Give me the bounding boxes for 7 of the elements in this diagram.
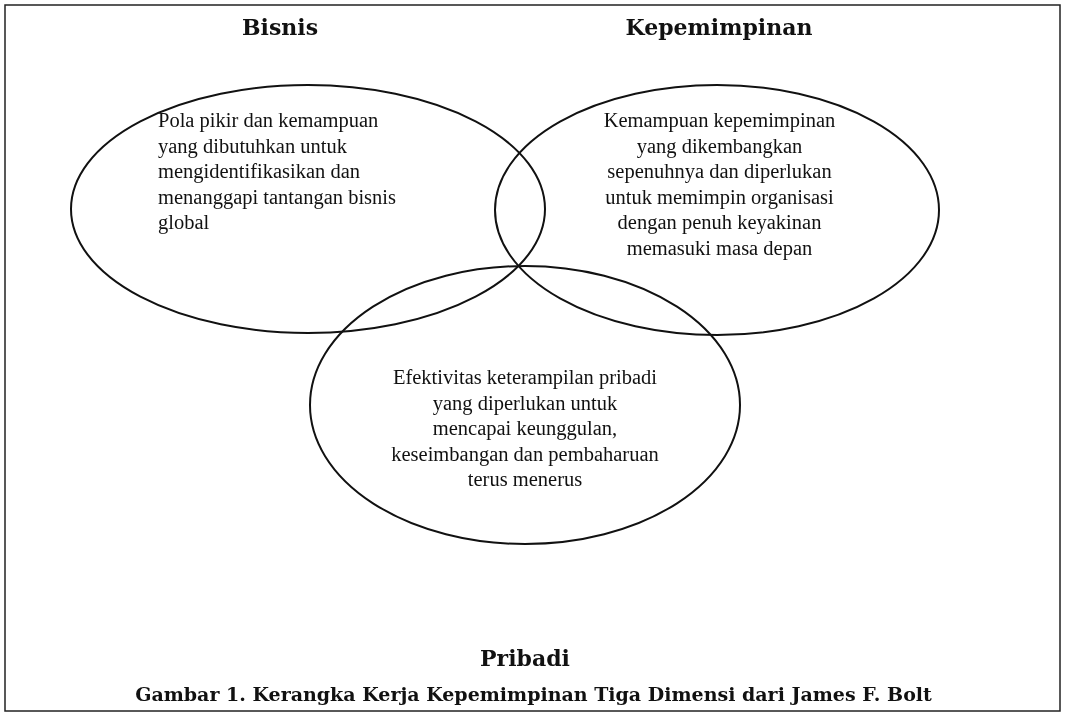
circle-heading: Pribadi <box>479 645 571 671</box>
circle-description: Efektivitas keterampilan pribadi yang diperlukan untuk mencapai keunggulan, keseimbangan dan pembaharuan terus menerus <box>391 365 659 492</box>
figure-caption: Gambar 1. Kerangka Kerja Kepemimpinan Tiga Dimensi dari James F. Bolt <box>134 683 933 705</box>
circle-heading: Kepemimpinan <box>624 14 814 40</box>
circle-description: Kemampuan kepemimpinan yang dikembangkan sepenuhnya dan diperlukan untuk memimpin organisasi dengan penuh keyakinan memasuki masa depan <box>602 108 837 261</box>
circle-description: Pola pikir dan kemampuan yang dibutuhkan untuk mengidentifikasikan dan menanggapi tantangan bisnis global <box>158 108 397 236</box>
circle-heading: Bisnis <box>240 14 320 40</box>
